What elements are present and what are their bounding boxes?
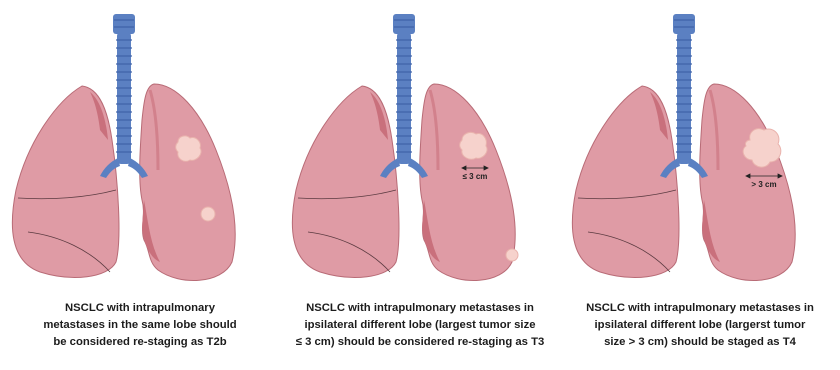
caption-line: NSCLC with intrapulmonary metastases in [560,300,840,317]
panel-t2b: NSCLC with intrapulmonary metastases in … [0,0,280,370]
panel-t3: ≤ 3 cm NSCLC with intrapulmonary metasta… [280,0,560,370]
caption-line: ≤ 3 cm) should be considered re-staging … [280,334,560,351]
caption-line: ipsilateral different lobe (largerst tum… [560,317,840,334]
caption-line: NSCLC with intrapulmonary [0,300,280,317]
size-label: > 3 cm [751,180,776,189]
caption-line: ipsilateral different lobe (largest tumo… [280,317,560,334]
lung-diagram-t3: ≤ 3 cm [280,0,560,300]
caption-t2b: NSCLC with intrapulmonary metastases in … [0,300,280,351]
caption-line: metastases in the same lobe should [0,317,280,334]
caption-t4: NSCLC with intrapulmonary metastases in … [560,300,840,351]
primary-tumor-nodule [176,136,201,161]
primary-tumor-nodule [460,132,487,159]
caption-line: NSCLC with intrapulmonary metastases in [280,300,560,317]
caption-line: be considered re-staging as T2b [0,334,280,351]
caption-t3: NSCLC with intrapulmonary metastases in … [280,300,560,351]
metastasis-nodule [201,207,215,221]
caption-line: size > 3 cm) should be staged as T4 [560,334,840,351]
metastasis-nodule [506,249,518,261]
lung-diagram-t4: > 3 cm [560,0,840,300]
lung-diagram-t2b [0,0,280,300]
panel-t4: > 3 cm NSCLC with intrapulmonary metasta… [560,0,840,370]
size-label: ≤ 3 cm [463,172,488,181]
